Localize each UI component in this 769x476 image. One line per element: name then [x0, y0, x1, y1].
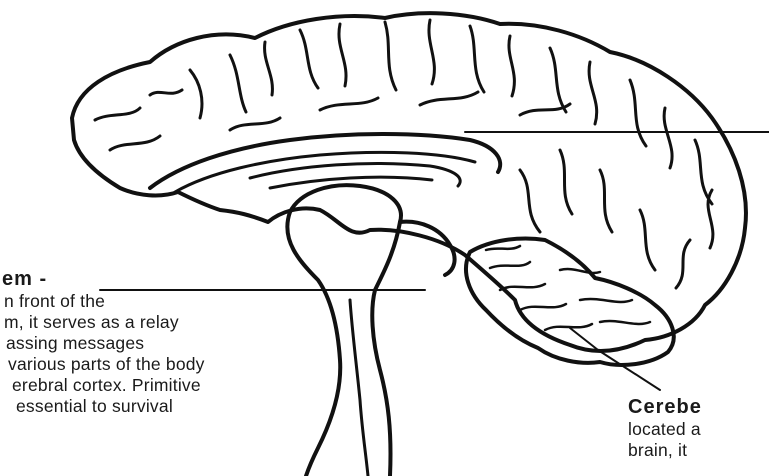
brainstem-label: em - n front of the m, it serves as a re… — [2, 268, 205, 417]
cerebellum-title: Cerebe — [628, 396, 702, 419]
brainstem-line-4: various parts of the body — [8, 354, 205, 375]
cerebellum-line-2: brain, it — [628, 440, 702, 461]
brainstem-outline-right — [372, 222, 400, 476]
brainstem-line-5: erebral cortex. Primitive — [12, 375, 205, 396]
brainstem-line-3: assing messages — [6, 333, 205, 354]
fornix-arc — [250, 163, 460, 186]
brainstem-line-1: n front of the — [4, 291, 205, 312]
cerebellum-line-1: located a — [628, 419, 702, 440]
brainstem-line-2: m, it serves as a relay — [4, 312, 205, 333]
cerebellum-label: Cerebe located a brain, it — [628, 396, 702, 461]
brainstem-inner-curve — [350, 300, 368, 476]
brainstem-title: em - — [2, 268, 205, 291]
leader-line-cerebellum — [570, 328, 660, 390]
brainstem-line-6: essential to survival — [16, 396, 205, 417]
brainstem-outline-left — [287, 212, 340, 476]
